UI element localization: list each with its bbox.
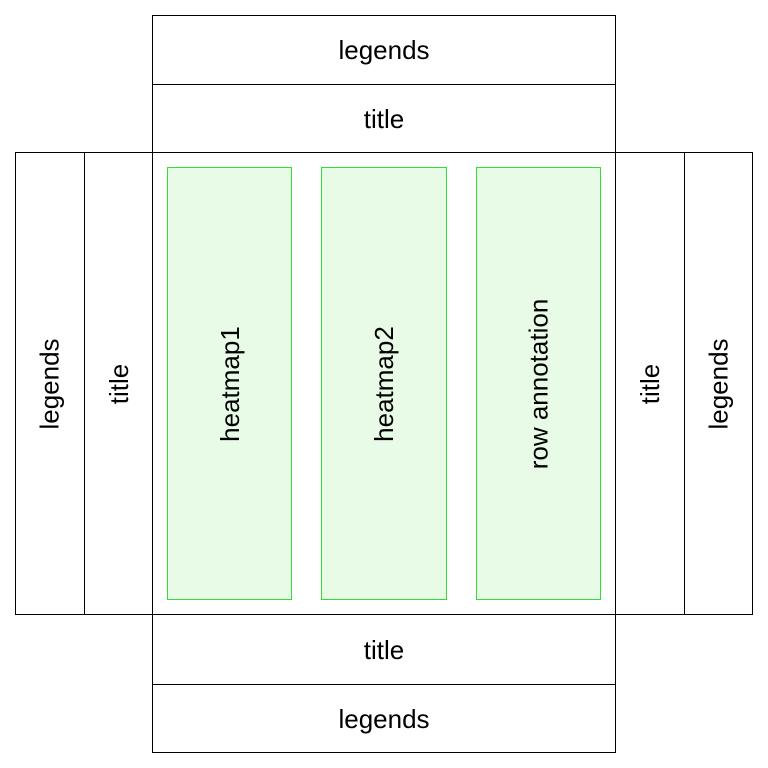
right-legends-box: legends xyxy=(684,152,753,615)
right-legends-label: legends xyxy=(703,337,734,430)
row-annotation-track: row annotation xyxy=(476,167,601,600)
left-legends-box: legends xyxy=(15,152,85,615)
left-title-box: title xyxy=(84,152,154,615)
bottom-legends-box: legends xyxy=(152,684,616,753)
row-annotation-label: row annotation xyxy=(523,298,554,469)
left-title-label: title xyxy=(104,363,134,404)
top-legends-box: legends xyxy=(152,15,616,85)
left-legends-label: legends xyxy=(35,337,66,430)
heatmap1-label: heatmap1 xyxy=(214,325,245,442)
top-title-label: title xyxy=(363,104,405,134)
heatmap2-track: heatmap2 xyxy=(321,167,447,600)
right-title-label: title xyxy=(635,363,665,404)
bottom-title-box: title xyxy=(152,614,616,685)
heatmap2-label: heatmap2 xyxy=(369,325,399,442)
bottom-title-label: title xyxy=(363,634,405,665)
right-title-box: title xyxy=(615,152,685,615)
top-legends-label: legends xyxy=(338,35,430,65)
top-title-box: title xyxy=(152,84,616,154)
heatmap1-track: heatmap1 xyxy=(167,167,292,600)
bottom-legends-label: legends xyxy=(338,703,430,734)
